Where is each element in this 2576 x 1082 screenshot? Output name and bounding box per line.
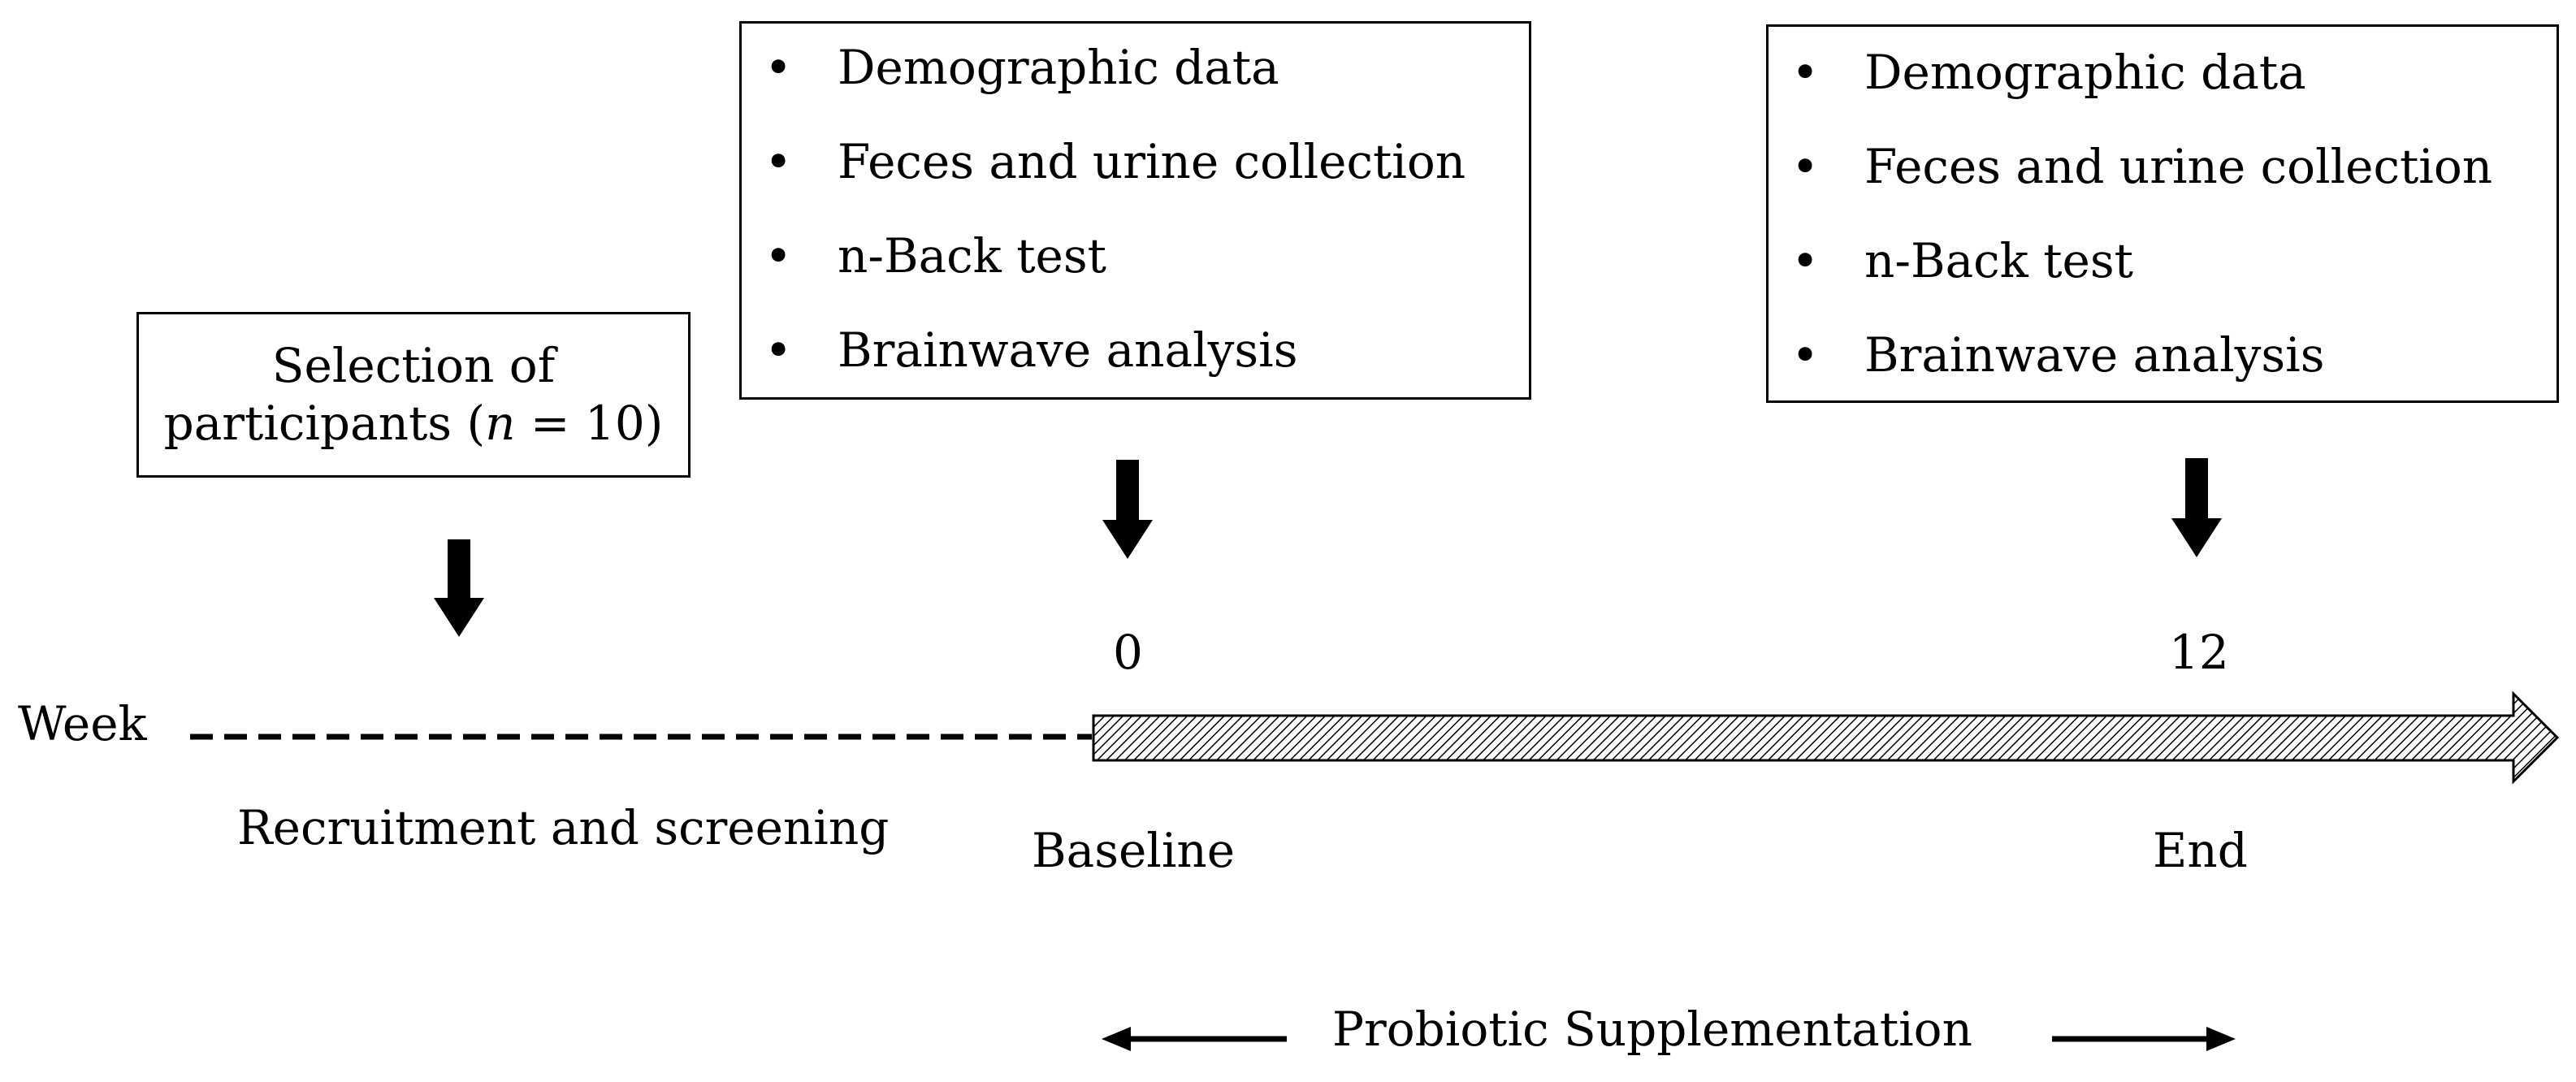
bullet-icon: • xyxy=(1791,45,1820,100)
week-12-label: 12 xyxy=(2169,625,2229,680)
selection-line2: participants (n = 10) xyxy=(164,395,664,452)
down-arrow-end xyxy=(2171,458,2222,557)
item-text: Brainwave analysis xyxy=(1864,327,2325,383)
period-right-arrow xyxy=(2052,1027,2236,1051)
bullet-icon: • xyxy=(1791,139,1820,194)
item-text: Demographic data xyxy=(1864,45,2306,100)
supplementation-arrow xyxy=(1092,690,2560,785)
week-axis-label: Week xyxy=(18,696,147,751)
bullet-icon: • xyxy=(764,322,793,378)
item-text: Brainwave analysis xyxy=(838,322,1298,378)
item-text: n-Back test xyxy=(1864,233,2133,288)
item-text: n-Back test xyxy=(838,228,1106,283)
selection-text: participants ( xyxy=(163,396,486,451)
bullet-icon: • xyxy=(764,228,793,283)
week-0-label: 0 xyxy=(1113,625,1143,680)
bullet-icon: • xyxy=(764,40,793,95)
item-text: Feces and urine collection xyxy=(838,134,1466,189)
down-arrow-selection xyxy=(434,539,484,637)
sample-size-symbol: n xyxy=(485,396,516,451)
supplementation-period-label: Probiotic Supplementation xyxy=(1332,1002,1972,1057)
bullet-icon: • xyxy=(1791,327,1820,383)
end-label: End xyxy=(2153,823,2248,878)
baseline-label: Baseline xyxy=(1032,823,1236,878)
sample-size-value: = 10) xyxy=(515,396,664,451)
end-assessment-box: • Demographic data • Feces and urine colle… xyxy=(1766,24,2559,403)
selection-box: Selection of participants (n = 10) xyxy=(136,312,691,478)
item-text: Demographic data xyxy=(838,40,1279,95)
recruitment-label: Recruitment and screening xyxy=(237,800,890,855)
down-arrow-baseline xyxy=(1102,460,1153,559)
bullet-icon: • xyxy=(1791,233,1820,288)
bullet-icon: • xyxy=(764,134,793,189)
selection-line1: Selection of xyxy=(271,338,556,394)
period-left-arrow xyxy=(1102,1027,1287,1051)
baseline-assessment-box: • Demographic data • Feces and urine colle… xyxy=(739,21,1531,400)
item-text: Feces and urine collection xyxy=(1864,139,2493,194)
